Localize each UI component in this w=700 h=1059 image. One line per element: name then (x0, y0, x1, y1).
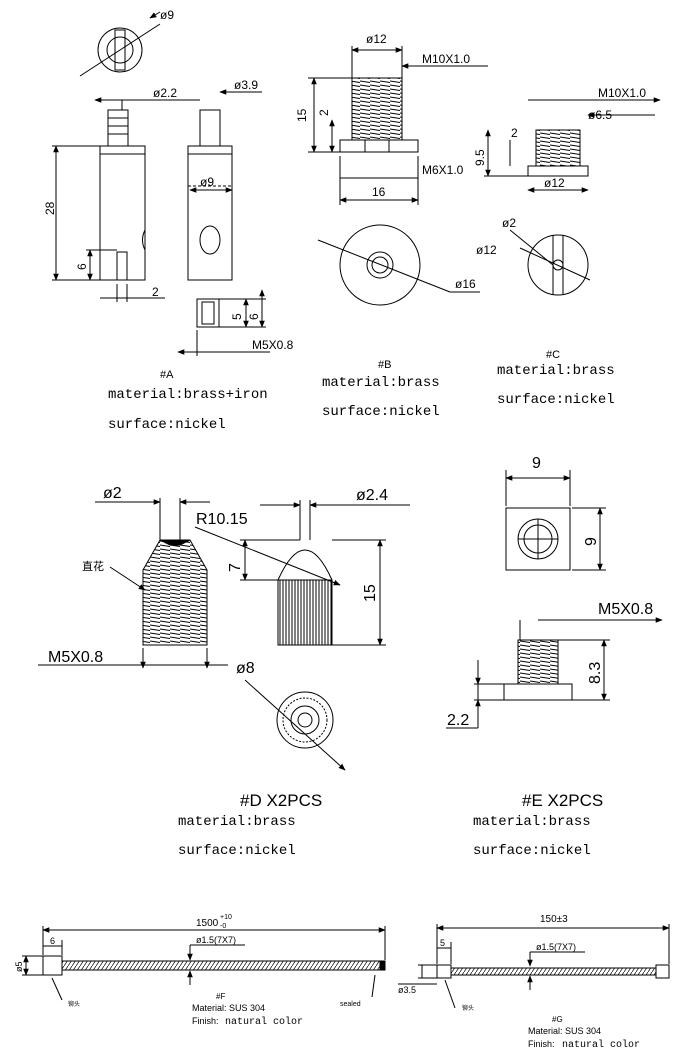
dim-g-length: 150±3 (540, 914, 568, 925)
dim-b-h15: 15 (295, 108, 309, 122)
part-d-drawing (38, 498, 410, 771)
part-a-tag: #A (160, 369, 174, 381)
part-g-material: Material: SUS 304 (528, 1026, 601, 1036)
dim-b-w16: 16 (372, 185, 386, 199)
dim-b-d12: ø12 (366, 32, 387, 46)
part-a-surface: surface:nickel (108, 417, 226, 433)
part-f-finish-value: natural color (225, 1016, 303, 1028)
part-c-material: material:brass (497, 363, 615, 379)
dim-d-d2: ø2 (103, 485, 122, 502)
dim-a-h5: 5 (230, 313, 244, 320)
dim-a-d2-2: ø2.2 (153, 86, 177, 100)
dim-c-d12: ø12 (544, 176, 565, 190)
part-g-end-label: 铆头 (462, 1004, 474, 1012)
dim-g-cable: ø1.5(7X7) (536, 942, 576, 952)
part-d-material: material:brass (178, 814, 296, 830)
part-c-surface: surface:nickel (497, 392, 615, 408)
dim-a-h6b: 6 (247, 313, 261, 320)
dim-a-w2: 2 (152, 285, 159, 299)
part-f-sealed: sealed (340, 1001, 361, 1008)
dim-e-h2-2: 2.2 (447, 712, 469, 729)
part-a-drawing (52, 11, 270, 356)
dim-a-thread: M5X0.8 (252, 338, 294, 352)
dim-a-d9b: ø9 (200, 175, 214, 189)
dim-b-d16: ø16 (455, 277, 476, 291)
part-g-finish-value: natural color (562, 1039, 640, 1051)
dim-g-w5: 5 (440, 938, 445, 948)
part-e-drawing (446, 470, 663, 729)
part-b-material: material:brass (322, 375, 440, 391)
dim-a-d9: ø9 (160, 8, 174, 22)
part-c-drawing (484, 97, 661, 296)
part-f-finish-label: Finish: (192, 1016, 219, 1026)
dim-b-thread-top: M10X1.0 (422, 52, 470, 66)
dim-e-h9: 9 (583, 537, 600, 546)
dim-a-h28: 28 (43, 201, 57, 215)
dim-e-w9: 9 (532, 455, 541, 472)
part-e-surface: surface:nickel (473, 843, 591, 859)
dim-c-d2: ø2 (502, 216, 516, 230)
dim-f-d5: ø5 (14, 961, 24, 972)
part-e-tag: #E X2PCS (522, 791, 603, 810)
part-d-tag: #D X2PCS (240, 791, 322, 810)
dim-f-tol-plus: +10 (220, 914, 232, 921)
dim-c-h2: 2 (511, 126, 518, 140)
dim-c-d6-5: ø6.5 (588, 108, 612, 122)
dim-g-d3-5: ø3.5 (398, 985, 416, 995)
dim-c-thread: M10X1.0 (598, 86, 646, 100)
part-f-material: Material: SUS 304 (192, 1003, 265, 1013)
part-g-finish-label: Finish: (528, 1039, 555, 1049)
part-b-drawing (308, 46, 488, 306)
part-f-tag: #F (216, 992, 225, 1001)
dim-d-d2-4: ø2.4 (356, 487, 388, 504)
part-b-surface: surface:nickel (322, 404, 440, 420)
part-c-tag: #C (546, 349, 560, 361)
dim-d-radius: R10.15 (196, 511, 248, 528)
part-a-material: material:brass+iron (108, 387, 268, 403)
part-g-tag: #G (552, 1015, 563, 1024)
dim-b-h2: 2 (317, 109, 331, 116)
dim-f-w6: 6 (50, 936, 55, 946)
part-d-surface: surface:nickel (178, 843, 296, 859)
dim-f-cable: ø1.5(7X7) (196, 935, 236, 945)
dim-e-h8-3: 8.3 (587, 662, 604, 684)
dim-a-d3-9: ø3.9 (234, 78, 258, 92)
part-e-material: material:brass (473, 814, 591, 830)
dim-d-h15: 15 (362, 584, 379, 602)
dim-c-h9-5: 9.5 (473, 149, 487, 166)
dim-d-d8: ø8 (236, 660, 255, 677)
dim-f-tol-minus: -0 (220, 923, 226, 930)
part-f-drawing (22, 926, 386, 1001)
dim-e-thread: M5X0.8 (598, 601, 653, 618)
dim-c-d12b: ø12 (476, 243, 497, 257)
part-b-tag: #B (378, 359, 391, 371)
dim-d-h7: 7 (227, 563, 244, 572)
dim-a-h6: 6 (75, 263, 89, 270)
dim-b-thread-bot: M6X1.0 (422, 163, 464, 177)
dim-f-length: 1500 (196, 918, 219, 929)
dim-d-knurl-label: 直花 (82, 559, 104, 573)
part-g-drawing (398, 924, 670, 1009)
dim-d-thread: M5X0.8 (48, 649, 103, 666)
part-f-end-label: 铆头 (68, 1000, 80, 1008)
